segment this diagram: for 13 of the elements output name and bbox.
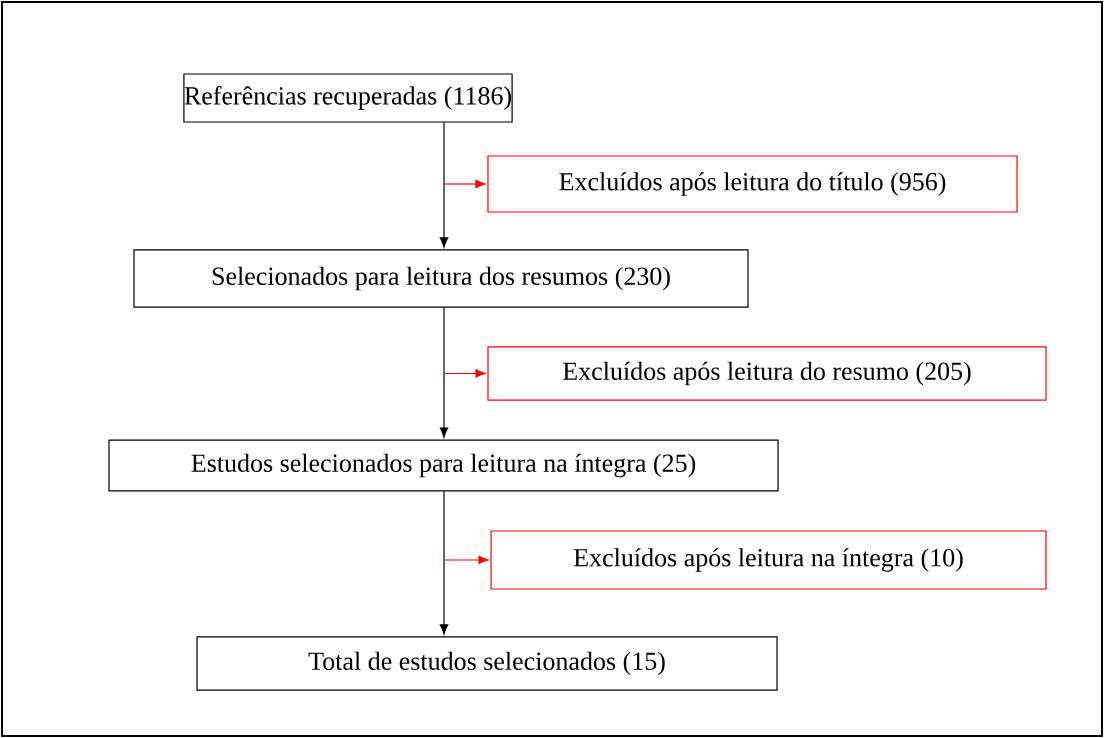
arrow <box>443 555 489 565</box>
process-box: Estudos selecionados para leitura na íntegra (25) <box>108 439 779 492</box>
exclusion-box: Excluídos após leitura do título (956) <box>487 155 1018 213</box>
exclusion-box: Excluídos após leitura do resumo (205) <box>487 346 1047 401</box>
process-box: Referências recuperadas (1186) <box>183 73 513 123</box>
arrow <box>439 307 449 438</box>
process-box: Total de estudos selecionados (15) <box>196 636 778 691</box>
process-box: Selecionados para leitura dos resumos (230) <box>133 249 749 308</box>
arrow <box>439 122 449 248</box>
arrow <box>439 490 449 635</box>
arrow <box>443 179 486 189</box>
arrow <box>443 369 486 378</box>
exclusion-box: Excluídos após leitura na íntegra (10) <box>490 530 1047 590</box>
